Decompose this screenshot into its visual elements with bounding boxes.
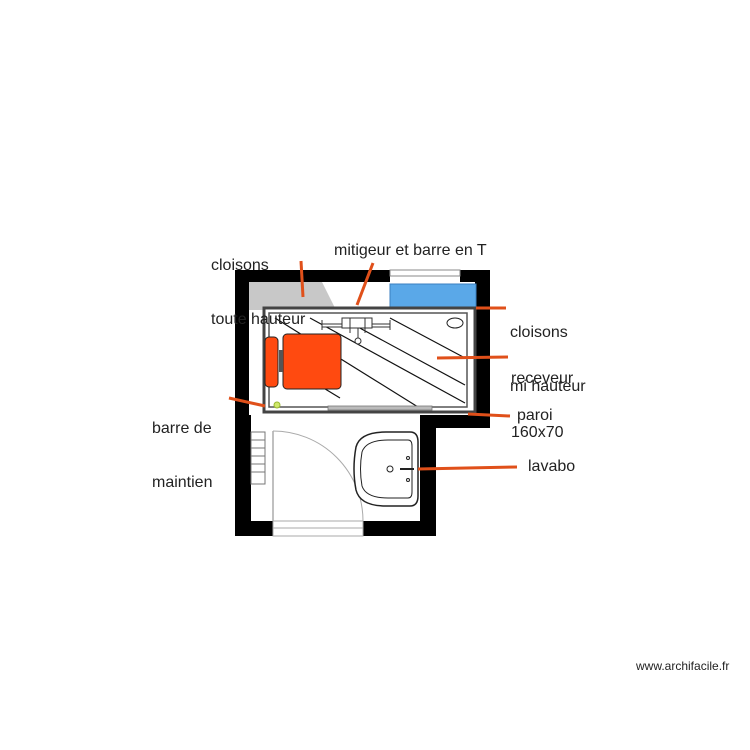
label-receveur: receveur 160x70 [511,334,573,460]
drain-icon [446,317,464,329]
label-line: cloisons [211,257,269,274]
label-line: barre de [152,420,212,437]
label-lavabo: lavabo [528,458,576,475]
window [389,269,477,309]
door [272,430,364,537]
washbasin-icon [353,431,419,507]
full-height-partition [249,282,336,310]
leader-barre-maintien [228,396,266,408]
label-line: toute hauteur [211,311,306,328]
leader-cloisons-toute-hauteur [299,260,305,298]
radiator-icon [250,431,266,485]
label-line: cloisons [510,324,568,341]
leader-receveur [436,355,509,360]
label-paroi: paroi [517,407,553,424]
shower-screen [327,405,433,411]
grab-bar-icon [273,401,281,409]
leader-lavabo [417,465,518,471]
label-line: 160x70 [511,424,564,441]
label-cloisons-mi-hauteur: cloisons mi hauteur [510,288,586,414]
mixer-tap-icon [321,317,391,345]
label-line: maintien [152,474,213,491]
label-barre-maintien: barre de maintien [152,384,212,510]
watermark[interactable]: www.archifacile.fr [636,659,730,673]
label-cloisons-toute-hauteur: cloisons toute hauteur [211,221,305,347]
shower-seat [264,333,342,390]
leader-lines [228,260,518,471]
leader-mitigeur [355,262,375,306]
leader-paroi [467,412,511,418]
label-mitigeur: mitigeur et barre en T [334,242,487,259]
label-line: mi hauteur [510,378,586,395]
label-line: receveur [511,370,574,387]
